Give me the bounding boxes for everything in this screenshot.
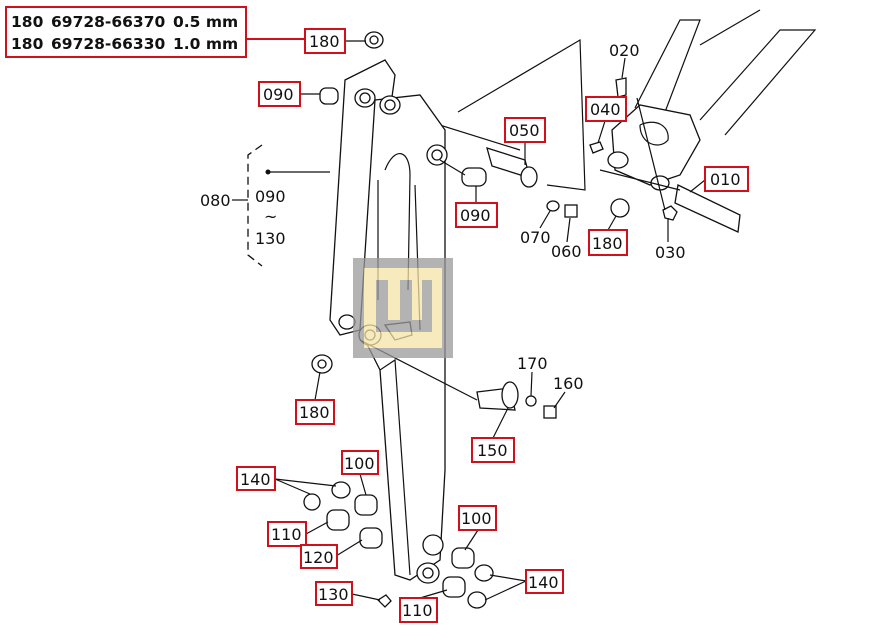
callout-160[interactable]: 160 [553,374,584,393]
callout-100[interactable]: 100 [341,450,379,475]
callout-100[interactable]: 100 [458,505,497,531]
callout-label: 050 [509,121,540,140]
legend-size: 0.5 mm [173,13,239,31]
callout-label: 090 [460,206,491,225]
callout-020[interactable]: 020 [609,41,640,60]
callout-110[interactable]: 110 [399,597,438,623]
callout-090[interactable]: 090 [455,202,498,228]
leader-dot [265,169,271,175]
callout-040[interactable]: 040 [585,96,627,122]
legend-part-number: 69728-66330 [51,35,166,53]
callout-label: 110 [402,601,433,620]
leader-lines [232,40,706,601]
callout-label: 120 [303,548,334,567]
shim-legend-table: 180 69728-66370 0.5 mm 180 69728-66330 1.0 m… [5,6,247,58]
callout-label: 180 [309,32,340,51]
callout-label: 040 [590,100,621,119]
legend-part-number: 69728-66370 [51,13,166,31]
callout-080-range-from: 090 [255,187,286,206]
callout-label: 010 [710,170,741,189]
callout-080-range-tilde: ~ [264,207,277,226]
callout-180[interactable]: 180 [304,28,346,54]
callout-130[interactable]: 130 [315,581,353,606]
callout-140[interactable]: 140 [236,466,276,491]
callout-label: 100 [461,509,492,528]
callout-label: 140 [240,470,271,489]
callout-080-range-to: 130 [255,229,286,248]
legend-ref: 180 [11,35,44,53]
legend-row: 180 69728-66370 0.5 mm [11,11,241,33]
callout-label: 130 [318,585,349,604]
callout-070[interactable]: 070 [520,228,551,247]
callout-label: 100 [344,454,375,473]
callout-170[interactable]: 170 [517,354,548,373]
watermark-logo [353,258,453,358]
callout-label: 180 [299,403,330,422]
callout-150[interactable]: 150 [471,437,515,463]
callout-120[interactable]: 120 [300,544,338,569]
callout-180[interactable]: 180 [295,399,335,425]
callout-label: 110 [271,525,302,544]
callout-label: 140 [528,573,559,592]
callout-030[interactable]: 030 [655,243,686,262]
callout-050[interactable]: 050 [504,117,546,143]
callout-label: 090 [263,85,294,104]
callout-label: 180 [592,234,623,253]
callout-090[interactable]: 090 [258,81,301,107]
legend-ref: 180 [11,13,44,31]
legend-row: 180 69728-66330 1.0 mm [11,33,241,55]
range-bracket [247,144,263,267]
callout-140[interactable]: 140 [525,569,564,594]
legend-size: 1.0 mm [173,35,239,53]
callout-110[interactable]: 110 [267,521,307,547]
callout-label: 150 [477,441,508,460]
callout-180[interactable]: 180 [588,229,628,256]
callout-060[interactable]: 060 [551,242,582,261]
callout-010[interactable]: 010 [704,166,749,192]
callout-080[interactable]: 080 [200,191,231,210]
